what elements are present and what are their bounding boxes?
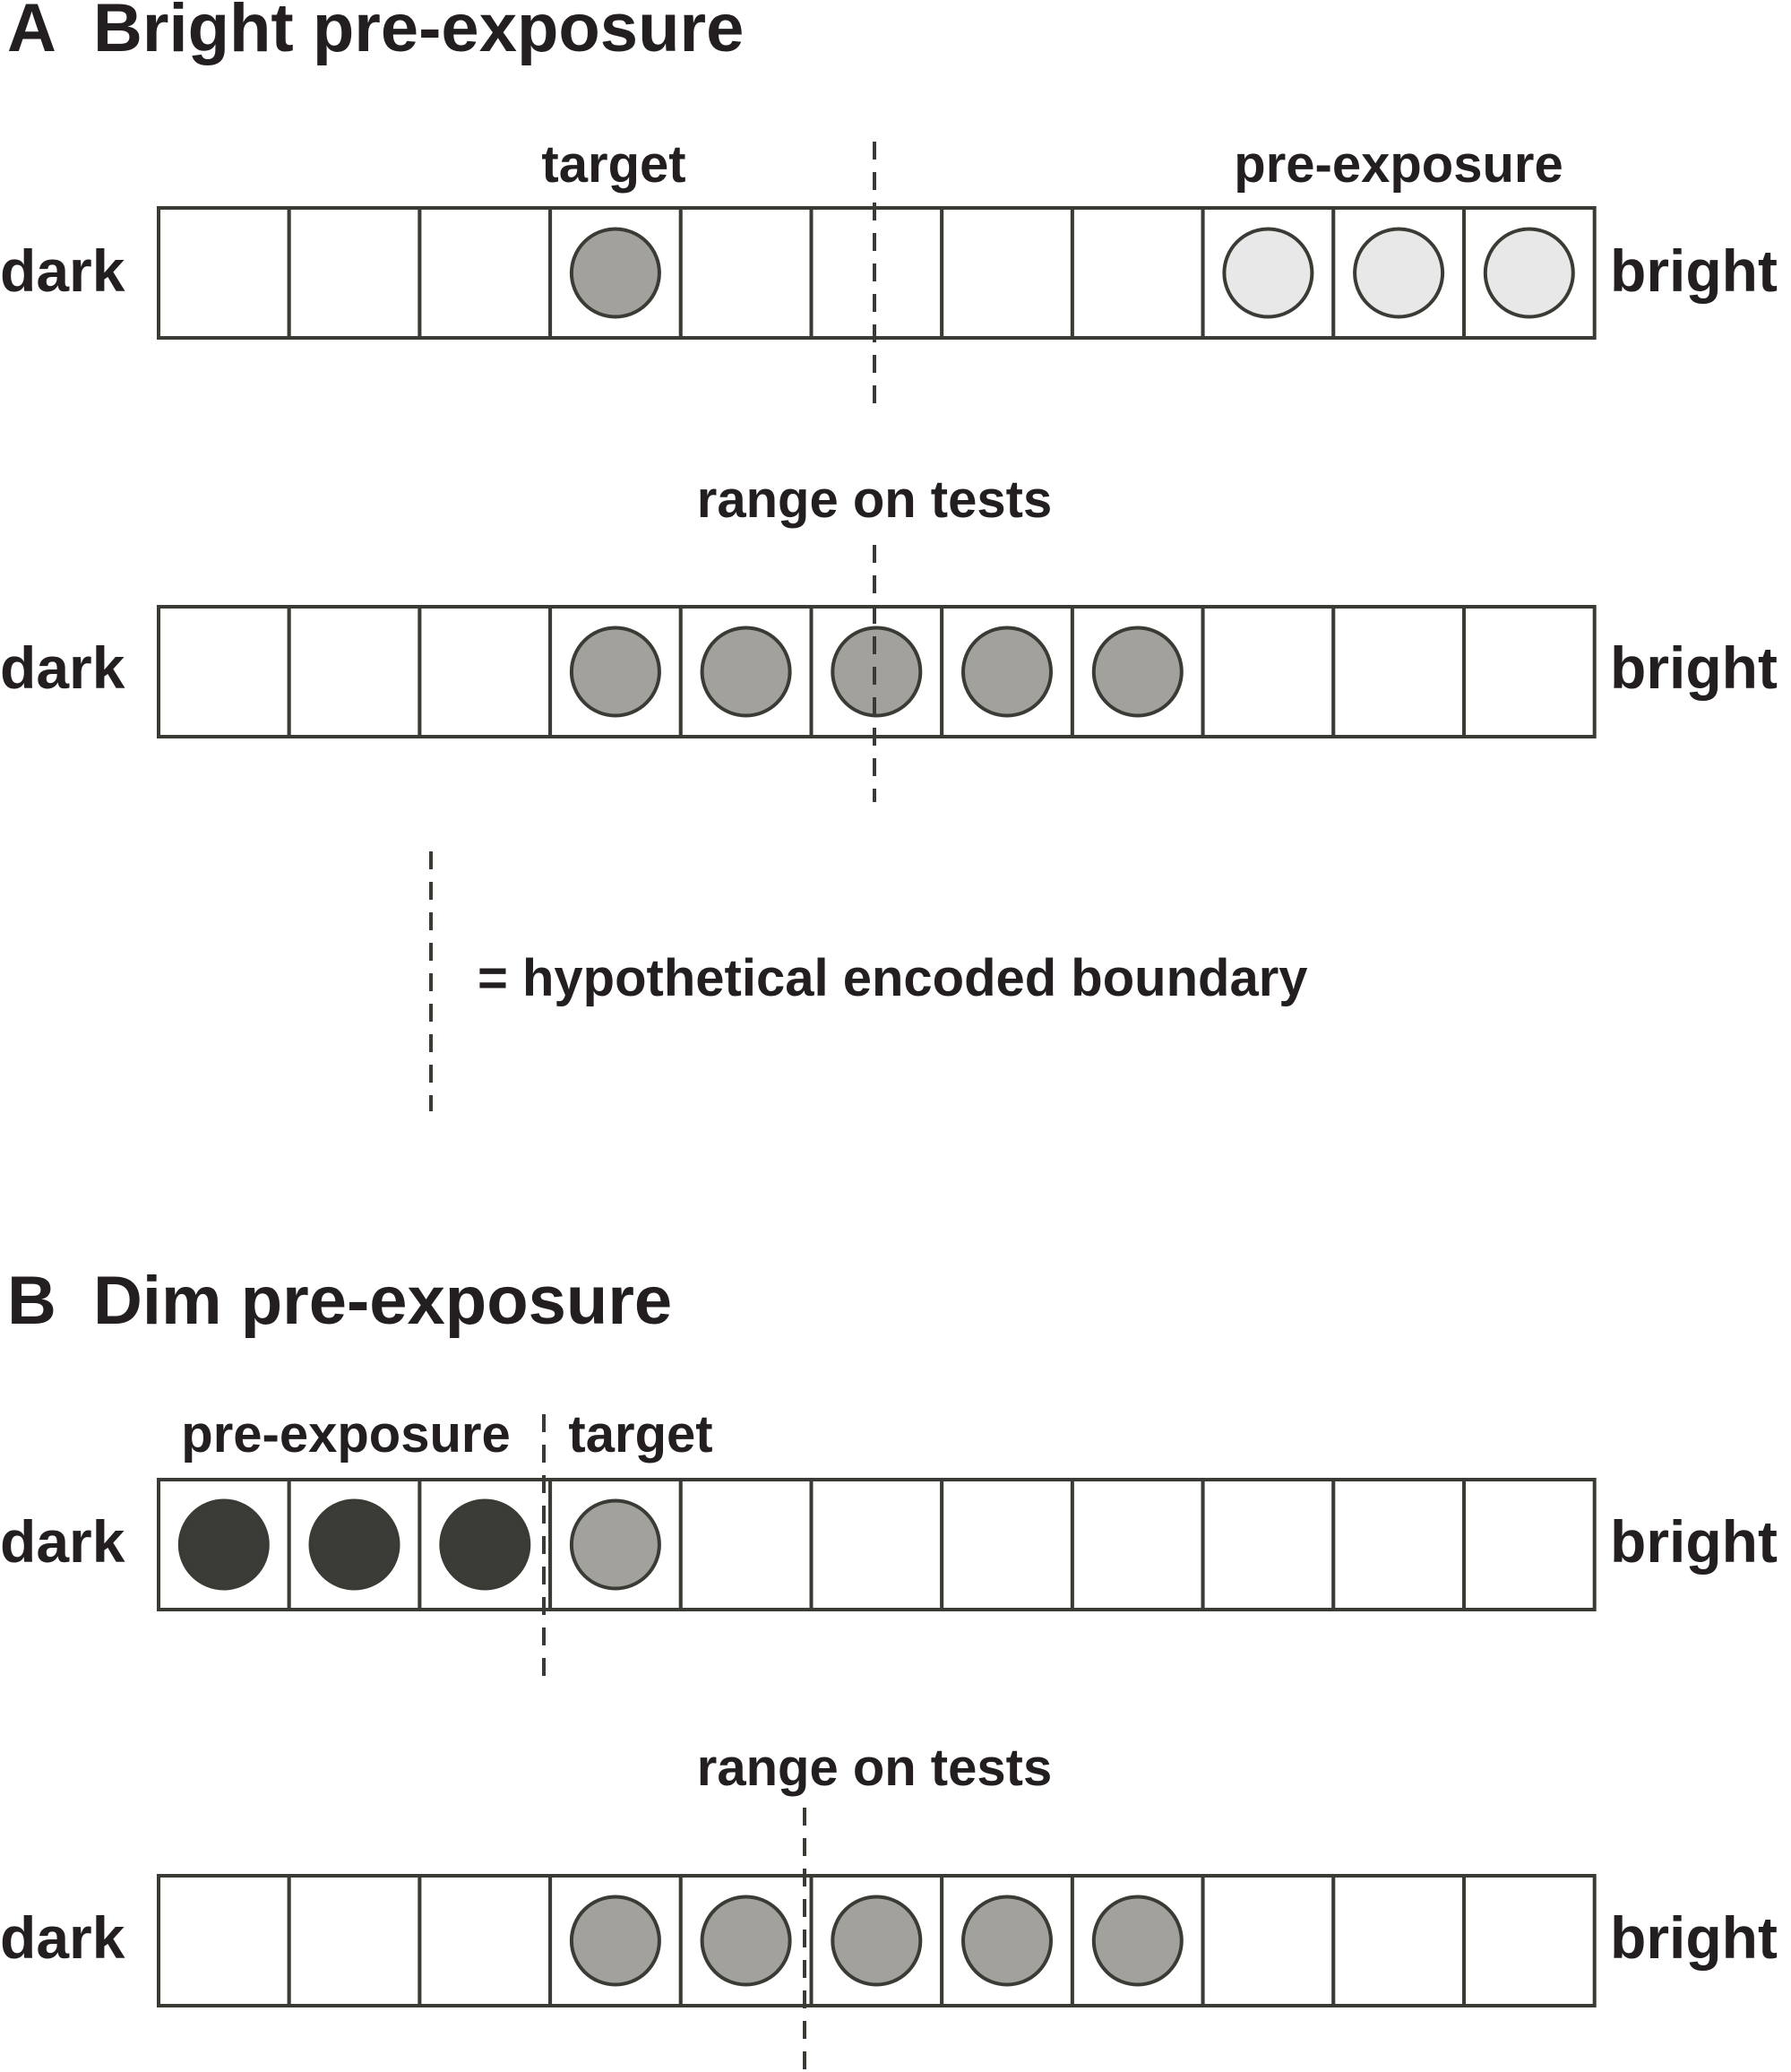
strip-cell <box>1201 1874 1336 2007</box>
strip-cell <box>678 206 814 340</box>
bright-stimulus-circle <box>1222 227 1314 319</box>
panel-b-preexposure-label: pre-exposure <box>181 1405 510 1463</box>
panel-b-row-1 <box>157 1478 1597 1611</box>
panel-a-row2-dark-label: dark <box>0 635 125 701</box>
target-stimulus-circle <box>961 626 1053 718</box>
panel-b-target-label: target <box>568 1405 712 1463</box>
panel-b-row1-bright-label: bright <box>1610 1508 1778 1575</box>
strip-cell <box>678 1478 814 1611</box>
dark-stimulus-circle <box>439 1498 531 1591</box>
strip-cell <box>940 1478 1074 1611</box>
strip-cell <box>1331 1478 1467 1611</box>
strip-cell <box>1462 1478 1597 1611</box>
panel-b-row1-dark-label: dark <box>0 1508 125 1575</box>
strip-cell <box>1331 1874 1467 2007</box>
panel-b-row2-dark-label: dark <box>0 1904 125 1971</box>
target-stimulus-circle <box>1091 626 1184 718</box>
panel-b-row-2 <box>157 1874 1597 2007</box>
strip-cell <box>940 206 1074 340</box>
strip-cell <box>287 1874 422 2007</box>
target-stimulus-circle <box>831 626 923 718</box>
panel-a-row-1 <box>157 206 1597 340</box>
dark-stimulus-circle <box>308 1498 400 1591</box>
panel-b-title: Dim pre-exposure <box>93 1263 672 1339</box>
target-stimulus-circle <box>569 1498 661 1591</box>
panel-a-letter: A <box>7 0 56 66</box>
panel-a-row-2 <box>157 605 1597 738</box>
strip-cell <box>418 206 553 340</box>
panel-b: B Dim pre-exposure pre-exposure target d… <box>0 1263 1778 2072</box>
strip-cell <box>1462 1874 1597 2007</box>
bright-stimulus-circle <box>1353 227 1445 319</box>
panel-a-target-label: target <box>541 135 685 194</box>
strip-cell <box>1201 605 1336 738</box>
target-stimulus-circle <box>700 1895 792 1987</box>
strip-cell <box>1201 1478 1336 1611</box>
panel-a: A Bright pre-exposure target pre-exposur… <box>0 0 1778 1111</box>
panel-a-row1-bright-label: bright <box>1610 237 1778 304</box>
target-stimulus-circle <box>700 626 792 718</box>
target-stimulus-circle <box>569 626 661 718</box>
target-stimulus-circle <box>831 1895 923 1987</box>
strip-cell <box>809 1478 944 1611</box>
target-stimulus-circle <box>569 1895 661 1987</box>
strip-cell <box>418 605 553 738</box>
panel-b-row2-bright-label: bright <box>1610 1904 1778 1971</box>
strip-cell <box>287 206 422 340</box>
strip-cell <box>1070 206 1205 340</box>
legend-text: = hypothetical encoded boundary <box>478 949 1308 1007</box>
panel-b-range-label: range on tests <box>697 1739 1052 1797</box>
panel-a-row2-bright-label: bright <box>1610 635 1778 701</box>
panel-a-row1-dark-label: dark <box>0 237 125 304</box>
strip-cell <box>1331 605 1467 738</box>
strip-cell <box>418 1874 553 2007</box>
strip-cell <box>809 206 944 340</box>
strip-cell <box>157 1874 291 2007</box>
strip-cell <box>1070 1478 1205 1611</box>
panel-a-title: Bright pre-exposure <box>93 0 744 66</box>
strip-cell <box>1462 605 1597 738</box>
strip-cell <box>157 605 291 738</box>
target-stimulus-circle <box>1091 1895 1184 1987</box>
target-stimulus-circle <box>569 227 661 319</box>
dark-stimulus-circle <box>177 1498 270 1591</box>
strip-cell <box>287 605 422 738</box>
strip-cell <box>157 206 291 340</box>
panel-a-preexposure-label: pre-exposure <box>1234 135 1563 194</box>
panel-b-letter: B <box>7 1263 56 1339</box>
target-stimulus-circle <box>961 1895 1053 1987</box>
panel-a-range-label: range on tests <box>697 471 1052 529</box>
bright-stimulus-circle <box>1483 227 1575 319</box>
